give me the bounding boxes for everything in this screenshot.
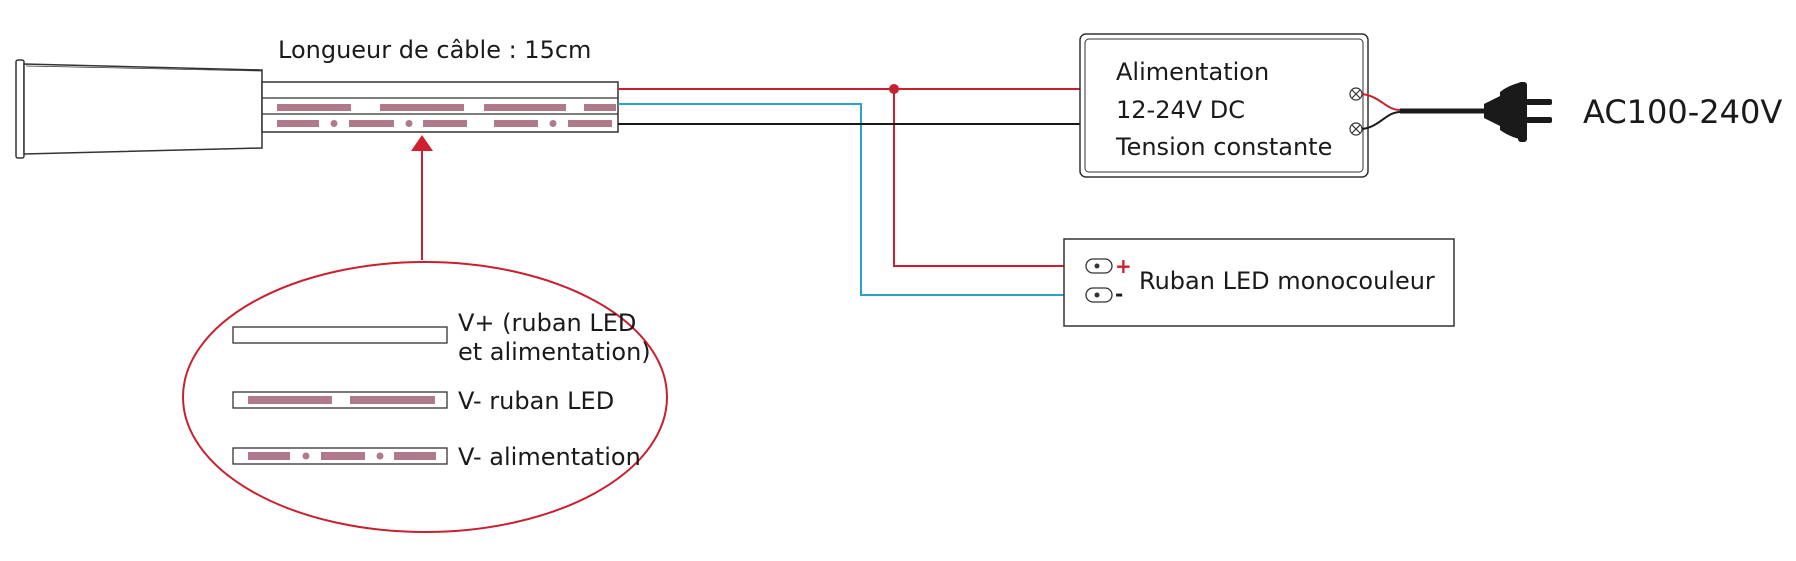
power-supply-line2: 12-24V DC xyxy=(1116,96,1245,124)
mains-voltage-label: AC100-240V xyxy=(1583,93,1782,131)
cable-connector-icon xyxy=(15,59,263,159)
strip-terminal-positive xyxy=(1085,258,1113,274)
power-supply-box: Alimentation 12-24V DC Tension constante xyxy=(1079,33,1369,178)
legend-swatch-vminus-supply xyxy=(232,447,448,465)
ribbon-stripe-vminus-strip xyxy=(277,104,616,111)
ribbon-stripe-vminus-supply xyxy=(277,120,612,127)
led-strip-label: Ruban LED monocouleur xyxy=(1139,267,1435,295)
ribbon-cable xyxy=(261,81,619,133)
cable-length-label: Longueur de câble : 15cm xyxy=(278,36,591,64)
plug-icon xyxy=(1484,82,1552,142)
legend-callout: V+ (ruban LED et alimentation) V- ruban … xyxy=(182,261,668,533)
strip-plus-sign: + xyxy=(1115,254,1132,278)
ac-terminal-bottom xyxy=(1349,122,1363,136)
wires xyxy=(618,88,1100,296)
power-supply-line3: Tension constante xyxy=(1115,133,1332,161)
led-strip-box: + - Ruban LED monocouleur xyxy=(1063,238,1455,327)
wire-positive-branch xyxy=(893,89,1086,267)
legend-swatch-vminus-strip xyxy=(232,391,448,409)
legend-vminus-strip: V- ruban LED xyxy=(458,387,614,415)
legend-vplus-line1: V+ (ruban LED xyxy=(458,309,636,337)
wire-junction-dot xyxy=(889,84,899,94)
legend-vplus-line2: et alimentation) xyxy=(458,338,651,366)
strip-terminal-negative xyxy=(1085,287,1113,303)
arrow-up-icon xyxy=(411,135,433,260)
legend-swatch-vplus xyxy=(232,326,448,344)
wire-strip-negative xyxy=(618,103,1086,296)
power-supply-line1: Alimentation xyxy=(1116,58,1269,86)
strip-minus-sign: - xyxy=(1115,282,1123,306)
legend-vminus-supply: V- alimentation xyxy=(458,443,641,471)
ac-terminal-top xyxy=(1349,87,1363,101)
ac-cord xyxy=(1361,93,1486,130)
